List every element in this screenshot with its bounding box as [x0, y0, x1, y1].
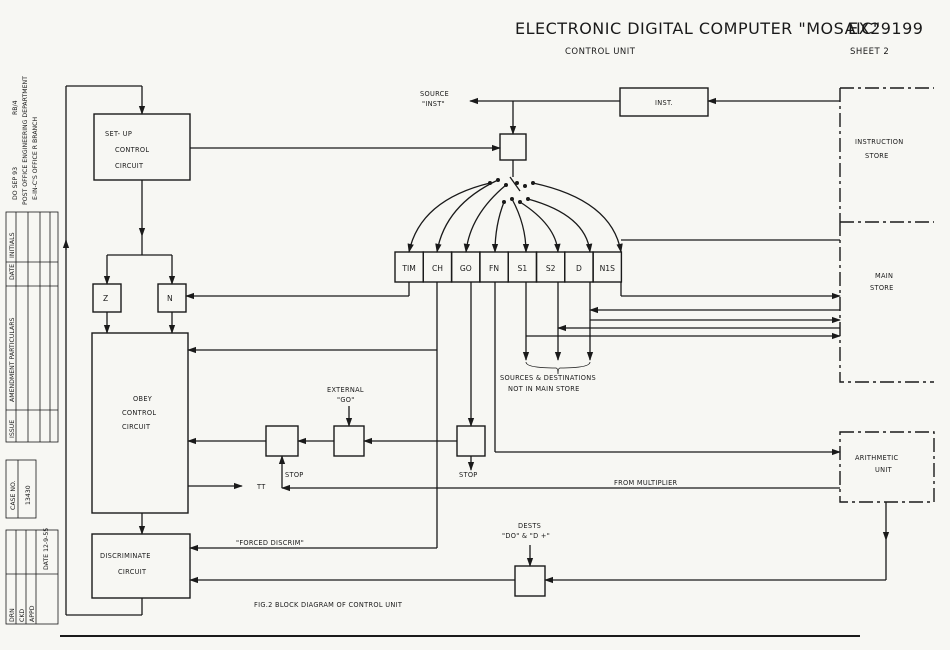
svg-text:N: N [167, 294, 173, 303]
svg-text:POST OFFICE ENGINEERING DEPART: POST OFFICE ENGINEERING DEPARTMENT [22, 76, 29, 205]
register-go-label: GO [460, 264, 472, 273]
drawing-subtitle: CONTROL UNIT [565, 47, 636, 57]
register-d-label: D [576, 264, 582, 273]
svg-text:DATE 12-9-55: DATE 12-9-55 [43, 528, 50, 570]
z-register: Z [92, 283, 122, 313]
register-s1-label: S1 [518, 264, 528, 273]
register-s2-label: S2 [546, 264, 556, 273]
stop-gate [265, 425, 299, 457]
register-row: TIM CH GO FN S1 S2 D N1S [394, 251, 623, 283]
title-block: DO SEP 93 POST OFFICE ENGINEERING DEPART… [5, 76, 59, 625]
svg-text:CONTROL: CONTROL [115, 146, 149, 154]
department-stamp: DO SEP 93 POST OFFICE ENGINEERING DEPART… [12, 76, 39, 205]
n-register: N [157, 283, 187, 313]
svg-text:MAIN: MAIN [875, 272, 893, 280]
source-inst-label-2: "INST" [422, 100, 445, 108]
svg-text:INSTRUCTION: INSTRUCTION [855, 138, 904, 146]
svg-text:CIRCUIT: CIRCUIT [118, 568, 147, 576]
svg-text:ISSUE: ISSUE [9, 420, 16, 438]
register-fn-label: FN [489, 264, 499, 273]
dests-gate [514, 565, 546, 597]
svg-text:DISCRIMINATE: DISCRIMINATE [100, 552, 151, 560]
svg-text:CONTROL: CONTROL [122, 409, 156, 417]
signal-lines [62, 85, 890, 616]
svg-text:DO SEP 93: DO SEP 93 [12, 167, 19, 200]
arithmetic-unit: ARITHMETIC UNIT [839, 431, 935, 503]
svg-text:DRN: DRN [9, 608, 16, 622]
register-n1s-box [592, 251, 623, 283]
svg-text:INITIALS: INITIALS [9, 232, 16, 258]
drawing-number: EX29199 [848, 19, 923, 38]
sources-dests-label: SOURCES & DESTINATIONS [500, 374, 596, 382]
discriminate-circuit: DISCRIMINATE CIRCUIT [91, 533, 191, 599]
drawing-title: ELECTRONIC DIGITAL COMPUTER "MOSAIC" [515, 19, 881, 38]
dests-label: DESTS [518, 522, 541, 530]
inst-gate [499, 133, 527, 161]
obey-control-circuit: OBEY CONTROL CIRCUIT [91, 332, 189, 514]
case-number-box [5, 459, 37, 519]
tt-label: TT [256, 483, 266, 491]
svg-text:E-IN-C'S OFFICE R BRANCH: E-IN-C'S OFFICE R BRANCH [32, 117, 39, 200]
go-stop-gate [456, 425, 486, 457]
svg-text:RB/4: RB/4 [12, 100, 19, 115]
inst-register: INST. [619, 87, 709, 117]
from-multiplier-label: FROM MULTIPLIER [614, 479, 678, 487]
figure-caption: FIG.2 BLOCK DIAGRAM OF CONTROL UNIT [254, 601, 403, 609]
svg-text:13430: 13430 [25, 485, 32, 505]
svg-text:CKD: CKD [19, 609, 26, 622]
source-inst-label: SOURCE [420, 90, 449, 98]
instruction-store: INSTRUCTION STORE [839, 87, 934, 223]
svg-text:SET- UP: SET- UP [105, 130, 132, 138]
stop-label-1: STOP [285, 471, 304, 479]
svg-text:Z: Z [103, 294, 108, 303]
stop-label-2: STOP [459, 471, 478, 479]
svg-text:CIRCUIT: CIRCUIT [122, 423, 151, 431]
amendment-table [5, 211, 59, 443]
external-go-gate [333, 425, 365, 457]
svg-text:DATE: DATE [9, 264, 16, 280]
signature-box [5, 529, 59, 625]
svg-text:STORE: STORE [870, 284, 894, 292]
register-n1s-label: N1S [600, 264, 616, 273]
svg-text:STORE: STORE [865, 152, 889, 160]
sources-brace [525, 361, 591, 375]
sources-dests-label-2: NOT IN MAIN STORE [508, 385, 580, 393]
svg-text:CASE NO.: CASE NO. [10, 480, 17, 510]
register-tim-label: TIM [401, 264, 415, 273]
svg-text:INST.: INST. [655, 99, 673, 107]
svg-text:APPD: APPD [29, 605, 36, 622]
svg-text:CIRCUIT: CIRCUIT [115, 162, 144, 170]
external-go-label: EXTERNAL [327, 386, 364, 394]
svg-text:UNIT: UNIT [875, 466, 893, 474]
dests-label-2: "DO" & "D +" [502, 532, 550, 540]
sheet-number: SHEET 2 [850, 47, 889, 57]
external-go-label-2: "GO" [337, 396, 355, 404]
register-ch-label: CH [432, 264, 443, 273]
main-store: MAIN STORE [839, 222, 934, 383]
svg-text:OBEY: OBEY [133, 395, 153, 403]
setup-control-circuit: SET- UP CONTROL CIRCUIT [93, 113, 191, 181]
forced-discrim-label: "FORCED DISCRIM" [236, 539, 304, 547]
svg-text:ARITHMETIC: ARITHMETIC [855, 454, 899, 462]
svg-text:AMENDMENT PARTICULARS: AMENDMENT PARTICULARS [9, 318, 16, 402]
